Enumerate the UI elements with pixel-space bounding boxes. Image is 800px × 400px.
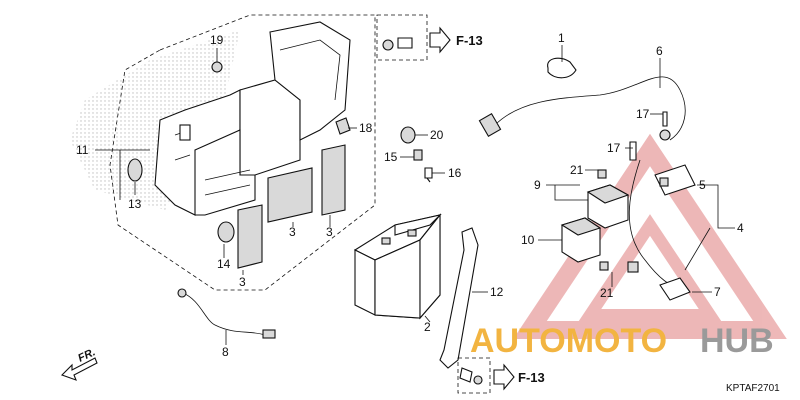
leader-lines — [95, 45, 735, 345]
callout-20: 20 — [430, 128, 444, 142]
callout-7: 7 — [714, 285, 721, 299]
collar-15 — [413, 149, 423, 161]
pad-3a — [267, 167, 313, 223]
callout-17a: 17 — [636, 107, 650, 121]
bolt-to-f13-bottom — [457, 357, 491, 394]
callout-5: 5 — [699, 178, 706, 192]
callout-3c: 3 — [326, 225, 333, 239]
battery-band-12 — [439, 227, 479, 369]
battery-2 — [353, 213, 442, 320]
callout-10: 10 — [521, 233, 535, 247]
cushion-14 — [217, 221, 235, 243]
ref-f13-top: F-13 — [456, 33, 483, 48]
bolt-17a — [662, 111, 668, 127]
callout-16: 16 — [448, 166, 462, 180]
pad-3c — [237, 204, 263, 269]
callout-18: 18 — [359, 121, 373, 135]
watermark-text-1: AUTOMOTO — [470, 322, 667, 360]
bolt-16 — [424, 167, 433, 183]
battery-case — [154, 21, 351, 216]
diagram-code: KPTAF2701 — [726, 383, 780, 394]
grommet-20 — [400, 126, 416, 144]
callout-3b: 3 — [289, 225, 296, 239]
callout-8: 8 — [222, 345, 229, 359]
relay-9 — [586, 169, 630, 229]
arrow-f13-top — [429, 26, 451, 54]
rubber-grommet-13 — [127, 158, 143, 182]
callout-3a: 3 — [239, 275, 246, 289]
cable-6 — [494, 76, 686, 141]
front-direction-arrow — [60, 357, 98, 381]
fender-shading — [70, 30, 240, 210]
clip-18 — [335, 117, 351, 135]
callout-2: 2 — [424, 320, 431, 334]
nut-19 — [211, 61, 223, 73]
arrow-f13-bottom — [493, 363, 515, 391]
callout-14: 14 — [217, 257, 231, 271]
regulator-10 — [560, 217, 609, 271]
airbox-group-outline — [109, 14, 376, 291]
callout-15: 15 — [384, 150, 398, 164]
callout-12: 12 — [490, 285, 504, 299]
cable-8 — [182, 292, 266, 336]
callout-13: 13 — [128, 197, 142, 211]
watermark-text-2: HUB — [700, 322, 774, 360]
callout-21b: 21 — [600, 286, 614, 300]
ref-f13-bottom: F-13 — [518, 370, 545, 385]
pad-3b — [321, 144, 346, 216]
callout-17b: 17 — [607, 141, 621, 155]
callout-21a: 21 — [570, 163, 584, 177]
bolt-17b — [629, 141, 637, 161]
callout-11: 11 — [76, 143, 89, 157]
bracket-21 — [627, 261, 639, 273]
callout-9: 9 — [534, 178, 541, 192]
bolt-to-f13-top — [376, 14, 428, 61]
clamp-1 — [547, 57, 577, 79]
connector-7 — [659, 277, 691, 301]
connector-5 — [654, 164, 696, 196]
callout-4: 4 — [737, 221, 744, 235]
callout-6: 6 — [656, 44, 663, 58]
callout-1: 1 — [558, 31, 565, 45]
callout-19: 19 — [210, 33, 224, 47]
